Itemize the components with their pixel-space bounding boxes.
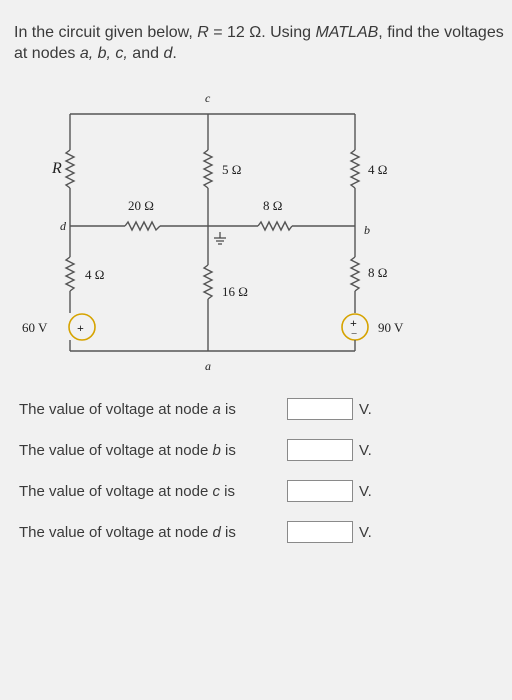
resistor-5-ohm: [202, 149, 214, 189]
unit-label: V.: [359, 483, 372, 500]
answer-suffix: is: [220, 442, 236, 459]
answer-suffix: is: [219, 483, 235, 500]
resistor-4-ohm-left: [64, 256, 76, 292]
voltage-c-input[interactable]: [287, 480, 353, 502]
ground-icon: [214, 232, 226, 245]
answer-prefix: The value of voltage at node: [19, 401, 213, 418]
voltage-b-input[interactable]: [287, 439, 353, 461]
circuit-diagram: c a b d R 20 Ω 4 Ω 5 Ω 8 Ω 16 Ω 4 Ω 8 Ω …: [22, 91, 404, 373]
question-part: , find the voltages at nodes: [14, 24, 504, 62]
answer-prefix: The value of voltage at node: [19, 442, 213, 459]
resistor-8-ohm-mid: [257, 220, 293, 232]
resistor-8-right-label: 8 Ω: [368, 265, 387, 280]
source-60v-label: 60 V: [22, 320, 48, 335]
question-part: In the circuit given below,: [14, 24, 198, 41]
answer-suffix: is: [220, 401, 236, 418]
node-d-label: d: [60, 219, 67, 233]
answer-label: The value of voltage at node a is: [19, 401, 236, 418]
resistor-8-mid-label: 8 Ω: [263, 198, 282, 213]
resistor-4-right-label: 4 Ω: [368, 162, 387, 177]
answer-node: c: [212, 483, 220, 500]
voltage-source-60v: [68, 313, 96, 341]
question-text: In the circuit given below, R = 12 Ω. Us…: [14, 22, 504, 64]
resistor-R: [64, 149, 76, 189]
answer-prefix: The value of voltage at node: [19, 483, 213, 500]
resistor-16-ohm: [202, 264, 214, 300]
resistor-20-label: 20 Ω: [128, 198, 154, 213]
resistor-8-ohm-right: [349, 256, 361, 292]
node-c-label: c: [205, 91, 211, 105]
answer-label: The value of voltage at node c is: [19, 483, 235, 500]
resistor-5-label: 5 Ω: [222, 162, 241, 177]
node-d-name: d: [163, 45, 173, 62]
answer-label: The value of voltage at node b is: [19, 442, 236, 459]
unit-label: V.: [359, 524, 372, 541]
source-90v-label: 90 V: [378, 320, 404, 335]
answer-label: The value of voltage at node d is: [19, 524, 236, 541]
software-name: MATLAB: [315, 24, 379, 41]
question-part: = 12 Ω. Using: [208, 24, 316, 41]
unit-label: V.: [359, 401, 372, 418]
resistor-4-left-label: 4 Ω: [85, 267, 104, 282]
answer-suffix: is: [220, 524, 236, 541]
plus-sign: +: [77, 321, 84, 335]
plus-sign: +: [350, 316, 357, 330]
node-a-label: a: [205, 359, 211, 373]
answer-node: b: [212, 442, 221, 459]
voltage-a-input[interactable]: [287, 398, 353, 420]
question-part: and: [127, 45, 164, 62]
unit-label: V.: [359, 442, 372, 459]
answer-prefix: The value of voltage at node: [19, 524, 213, 541]
node-b-label: b: [364, 223, 370, 237]
question-part: .: [172, 45, 177, 62]
voltage-d-input[interactable]: [287, 521, 353, 543]
answer-node: d: [212, 524, 221, 541]
resistance-symbol: R: [197, 24, 209, 41]
node-list: a, b, c,: [79, 45, 128, 62]
answer-node: a: [212, 401, 221, 418]
resistor-4-ohm-right: [349, 149, 361, 189]
minus-sign: −: [351, 328, 357, 340]
resistor-20-ohm: [124, 220, 161, 232]
resistor-R-label: R: [51, 160, 62, 177]
resistor-16-label: 16 Ω: [222, 284, 248, 299]
